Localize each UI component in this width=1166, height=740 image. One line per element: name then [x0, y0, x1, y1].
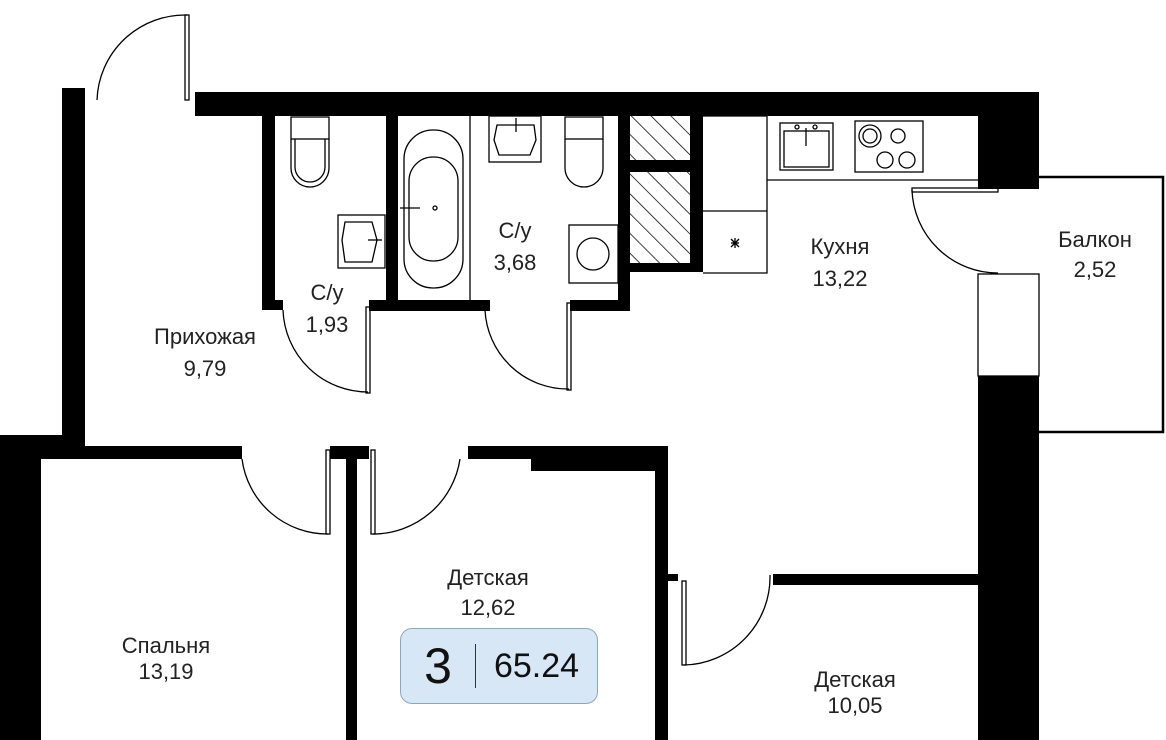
kitchen-sink-icon	[779, 122, 834, 171]
bathtub-icon	[400, 116, 471, 300]
washbasin-icon	[488, 115, 542, 163]
total-area: 65.24	[493, 646, 580, 685]
apartment-summary-badge: 3 65.24	[400, 628, 598, 704]
washing-machine-icon	[568, 224, 619, 284]
ventilation-shafts	[630, 116, 690, 263]
sink-icon	[337, 214, 386, 269]
bathroom-door-2[interactable]	[484, 302, 572, 391]
bedroom-door[interactable]	[241, 449, 331, 535]
kids-room-1-door[interactable]	[370, 449, 461, 535]
walls	[0, 88, 1039, 740]
kitchen-counter	[703, 115, 978, 274]
balcony-outline	[977, 175, 1165, 434]
entrance-door[interactable]	[96, 14, 190, 101]
toilet-icon	[290, 116, 330, 188]
stove-icon	[854, 120, 924, 173]
badge-divider	[475, 644, 476, 688]
bathroom-door-1[interactable]	[282, 306, 371, 394]
rooms-count: 3	[424, 638, 452, 694]
balcony-door[interactable]	[911, 187, 999, 274]
toilet-icon-2	[564, 116, 604, 188]
kids-room-2-door[interactable]	[681, 574, 771, 666]
